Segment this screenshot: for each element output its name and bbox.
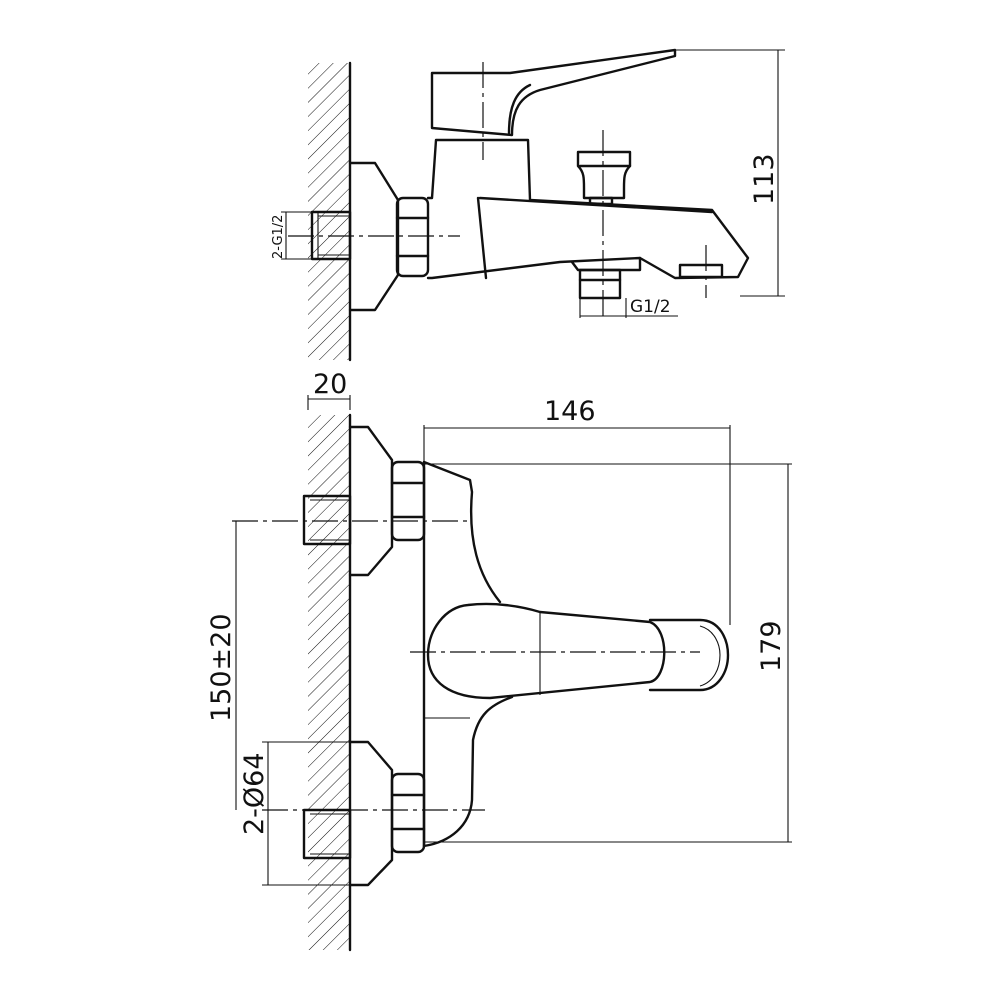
aerator-side	[678, 263, 724, 279]
hex-nut-side	[395, 196, 430, 278]
upper-inlet-pipe	[302, 494, 352, 546]
front-view: 20	[206, 369, 792, 952]
total-height-179-label: 179	[756, 620, 787, 672]
lower-hex-nut	[390, 772, 426, 854]
lower-flange	[348, 740, 394, 887]
side-view: 113 2-G1/2 G1/2	[271, 48, 785, 362]
upper-flange	[348, 425, 394, 577]
height-113-label: 113	[749, 153, 780, 205]
outlet-thread-label: G1/2	[630, 297, 671, 317]
center-distance-label: 150±20	[206, 613, 237, 722]
shower-outlet-side	[570, 256, 642, 300]
faucet-body-front	[422, 460, 514, 848]
lever-handle-side	[430, 48, 677, 137]
inlet-thread-label: 2-G1/2	[271, 215, 286, 259]
flange-diameter-label: 2-Ø64	[239, 752, 270, 835]
lever-handle-front	[426, 602, 666, 700]
wall-offset-20-label: 20	[313, 369, 347, 400]
wall-hatch-bottom	[308, 415, 350, 950]
diverter-knob-side	[576, 150, 632, 206]
faucet-body-side	[426, 138, 750, 280]
spout-reach-146-label: 146	[544, 396, 596, 427]
upper-hex-nut	[390, 460, 426, 542]
